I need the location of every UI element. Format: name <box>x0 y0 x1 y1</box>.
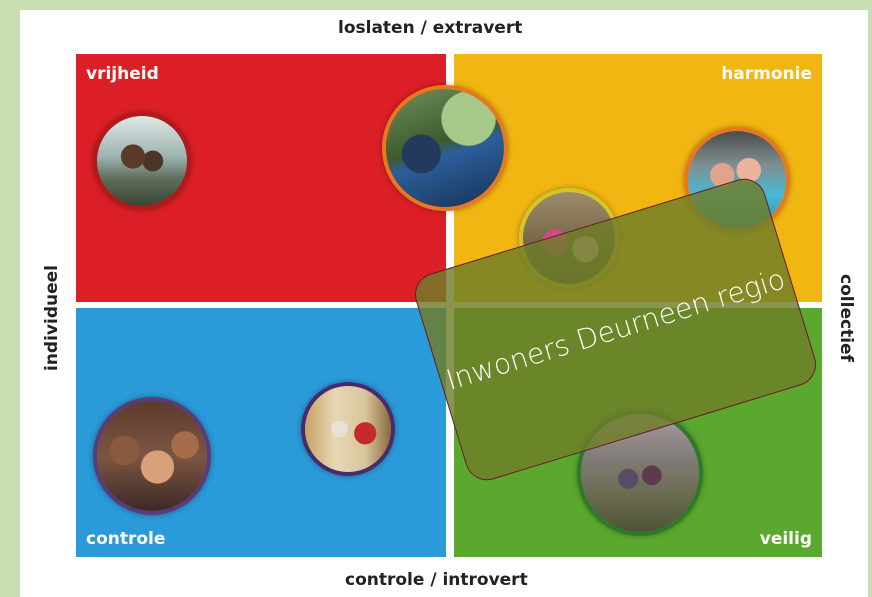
quadrant-label-veilig: veilig <box>759 529 812 549</box>
photo-rollercoaster <box>382 85 508 211</box>
quadrant-label-vrijheid: vrijheid <box>86 64 159 84</box>
axis-label-bottom: controle / introvert <box>345 570 528 590</box>
photo-group-selfie <box>93 397 211 515</box>
axis-label-top: loslaten / extravert <box>338 18 523 38</box>
axis-label-right: collectief <box>836 274 856 362</box>
quadrant-label-harmonie: harmonie <box>721 64 812 84</box>
diagram-canvas: loslaten / extravert controle / introver… <box>20 10 868 597</box>
axis-label-left: individueel <box>42 265 62 371</box>
quadrant-label-controle: controle <box>86 529 166 549</box>
photo-museum-visit <box>301 382 395 476</box>
photo-friends-hiking <box>93 112 191 210</box>
overlay-line-2: en regio <box>670 261 789 327</box>
overlay-line-1: Inwoners Deurne <box>442 294 680 397</box>
